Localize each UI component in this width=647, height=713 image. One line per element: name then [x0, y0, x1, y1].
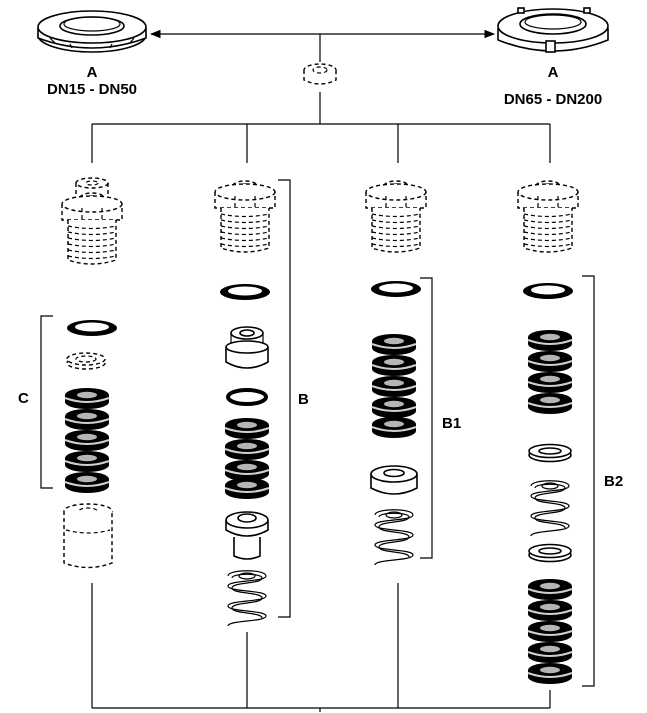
nut-left-icon — [37, 10, 147, 53]
bracket-c — [40, 315, 53, 489]
bottom-bushing-icon — [63, 503, 113, 569]
o-ring-icon — [226, 388, 268, 406]
washer-icon — [528, 443, 572, 463]
column-c — [40, 177, 123, 569]
gasket-icon — [371, 281, 421, 297]
nut-right-icon — [497, 7, 609, 53]
label-b: B — [298, 391, 309, 408]
small-nut-icon — [303, 63, 337, 85]
ring-icon — [66, 352, 106, 370]
spacer-ring-icon — [370, 465, 418, 495]
pressure-ring-icon — [225, 511, 269, 560]
guide-bushing-icon — [225, 326, 269, 369]
washer-icon — [528, 543, 572, 563]
gasket-icon — [67, 320, 117, 336]
nut-left-letter: A — [87, 64, 98, 81]
seal-ring-icon — [527, 329, 573, 415]
label-c: C — [18, 390, 29, 407]
bushing-icon — [517, 180, 579, 253]
nut-right-range: DN65 - DN200 — [504, 91, 602, 108]
seal-ring-icon — [64, 387, 110, 494]
spring-icon — [227, 570, 267, 627]
seal-ring-icon — [224, 417, 270, 500]
column-b2 — [517, 180, 595, 687]
gasket-icon — [220, 284, 270, 300]
column-b — [214, 179, 291, 627]
nut-right-letter: A — [548, 64, 559, 81]
column-b1 — [365, 180, 433, 566]
bottom-connector-lines — [91, 583, 551, 712]
bushing-icon — [214, 180, 276, 253]
spring-icon — [374, 509, 414, 566]
bracket-b2 — [582, 275, 595, 687]
nut-left-range: DN15 - DN50 — [47, 81, 137, 98]
gasket-icon — [523, 283, 573, 299]
bushing-icon — [365, 180, 427, 253]
seal-ring-icon — [527, 578, 573, 685]
bracket-b1 — [420, 277, 433, 559]
bracket-b — [278, 179, 291, 618]
distribution-lines — [91, 123, 551, 163]
label-b1: B1 — [442, 415, 461, 432]
bushing-icon — [61, 177, 123, 265]
label-b2: B2 — [604, 473, 623, 490]
seal-ring-icon — [371, 333, 417, 439]
spring-icon — [530, 480, 570, 537]
